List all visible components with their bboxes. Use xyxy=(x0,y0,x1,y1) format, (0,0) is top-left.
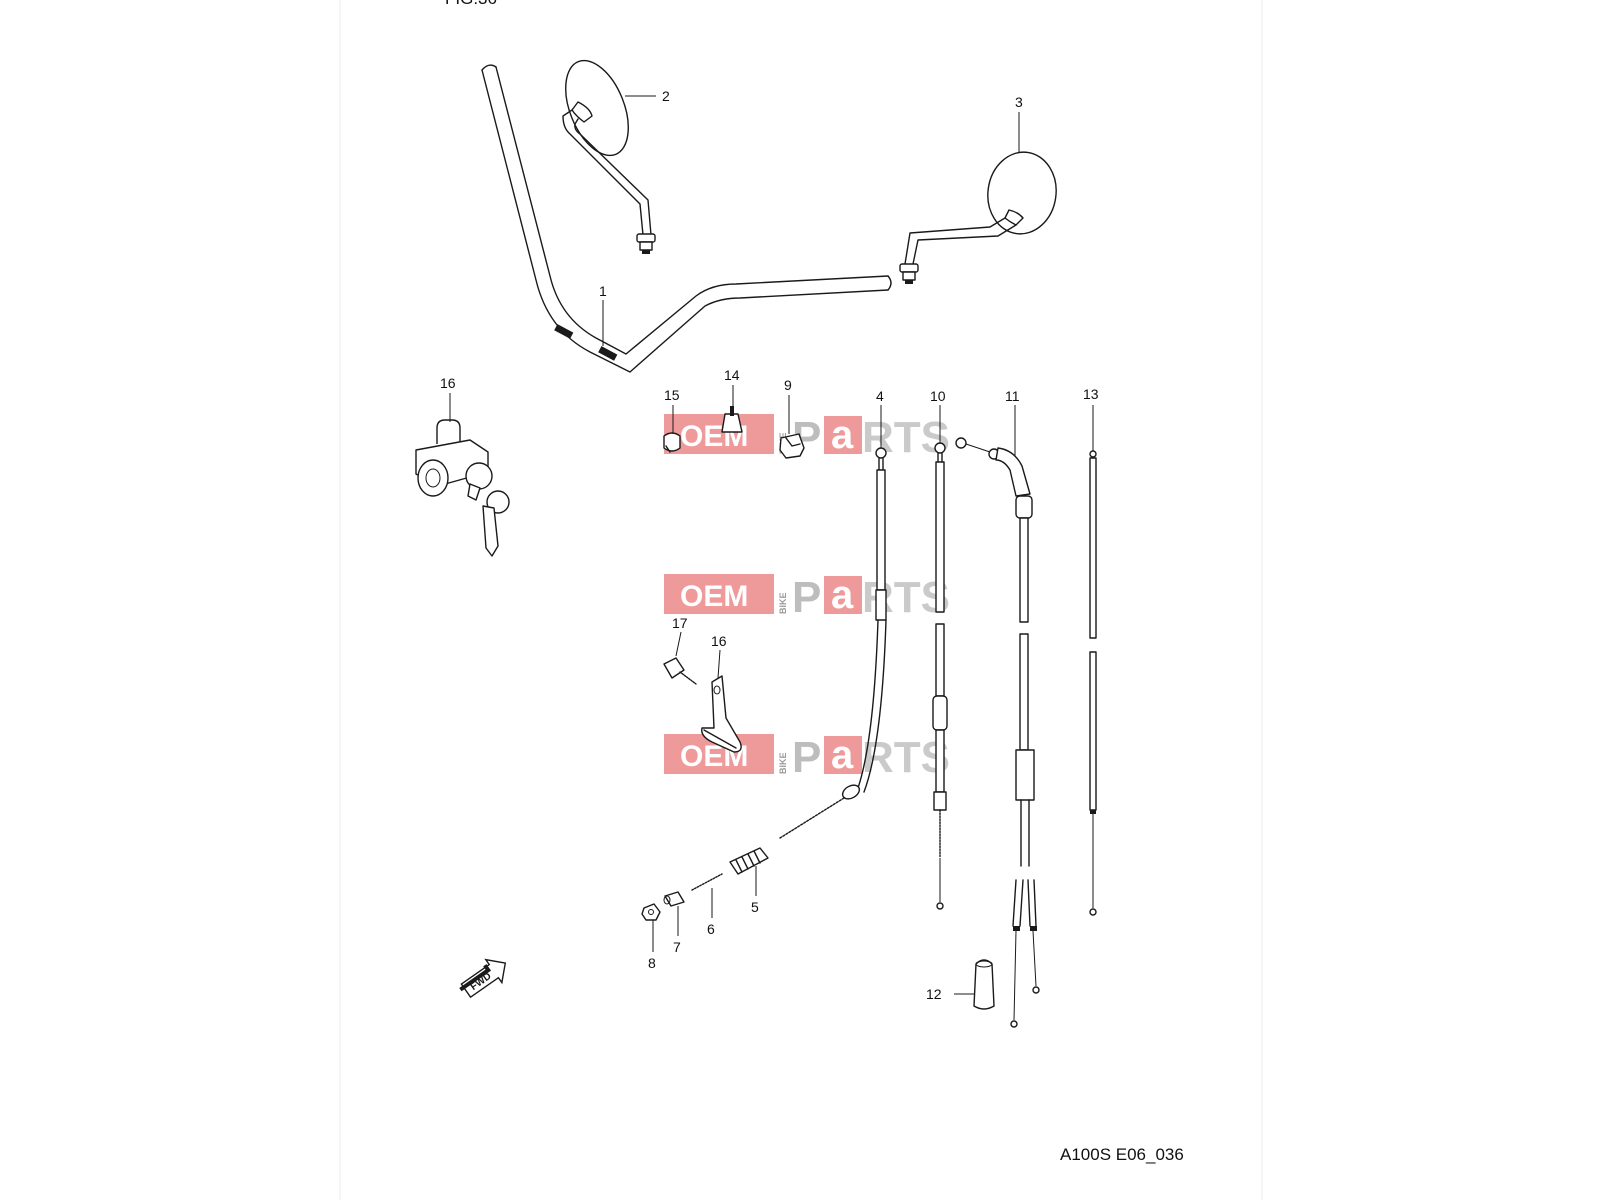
callout-11: 11 xyxy=(1005,388,1020,404)
watermark-red-box xyxy=(664,574,774,614)
watermark-p: P xyxy=(792,573,821,622)
mirror-right xyxy=(899,151,1057,284)
watermark-p: P xyxy=(792,733,821,782)
watermark-red-box xyxy=(664,414,774,454)
bolt-17 xyxy=(663,657,697,685)
fwd-arrow-icon: FWD xyxy=(459,958,507,999)
cable-bracket xyxy=(701,675,742,753)
callout-4: 4 xyxy=(876,388,884,404)
callout-14: 14 xyxy=(724,367,740,383)
handlebar xyxy=(481,64,892,373)
spring-6 xyxy=(691,873,723,891)
watermark-oem: OEM xyxy=(680,580,748,613)
nut-8 xyxy=(641,903,661,921)
callout-3: 3 xyxy=(1015,94,1023,110)
watermark-a-box xyxy=(824,576,862,614)
cable-cap-12 xyxy=(973,959,995,1010)
watermark-a-box xyxy=(824,736,862,774)
watermark-a: a xyxy=(831,573,854,617)
callouts: 1 2 3 4 5 6 7 8 9 10 11 12 13 14 15 16 1… xyxy=(440,88,1099,1002)
watermark-bike: BIKE xyxy=(778,592,788,614)
cable-11 xyxy=(955,437,1040,1028)
watermark-a-box xyxy=(824,416,862,454)
ignition-switch xyxy=(415,419,510,557)
callout-8: 8 xyxy=(648,955,656,971)
sleeve-7 xyxy=(663,891,685,907)
callout-5: 5 xyxy=(751,899,759,915)
callout-12: 12 xyxy=(926,986,942,1002)
callout-17: 17 xyxy=(672,615,688,631)
cable-10 xyxy=(932,442,948,910)
cable-4 xyxy=(779,447,887,839)
watermark-rts: RTS xyxy=(862,413,950,462)
watermark-3: OEM BIKE P a RTS xyxy=(664,733,950,782)
callout-13: 13 xyxy=(1083,386,1099,402)
clip-15 xyxy=(663,432,681,453)
watermark-a: a xyxy=(831,733,854,777)
callout-10: 10 xyxy=(930,388,946,404)
leader-lines xyxy=(449,95,1094,995)
mirror-left xyxy=(562,59,656,254)
callout-2: 2 xyxy=(662,88,670,104)
watermark-2: OEM BIKE P a RTS xyxy=(664,573,950,622)
watermark-bike: BIKE xyxy=(778,752,788,774)
handlebar-band xyxy=(598,346,618,361)
cable-13 xyxy=(1089,450,1097,916)
callout-16-bracket: 16 xyxy=(711,633,727,649)
watermark-1: OEM BIKE P a RTS xyxy=(664,413,950,462)
callout-7: 7 xyxy=(673,939,681,955)
clip-14 xyxy=(721,406,743,433)
drawing-code: A100S E06_036 xyxy=(1060,1145,1184,1164)
callout-1: 1 xyxy=(599,283,607,299)
adjuster-5 xyxy=(729,847,769,875)
clip-9 xyxy=(779,433,805,459)
callout-6: 6 xyxy=(707,921,715,937)
watermark-a: a xyxy=(831,413,854,457)
callout-15: 15 xyxy=(664,387,680,403)
callout-9: 9 xyxy=(784,377,792,393)
callout-16-ignition: 16 xyxy=(440,375,456,391)
partial-header: FIG.36 xyxy=(445,0,497,8)
handlebar-band xyxy=(554,324,574,339)
